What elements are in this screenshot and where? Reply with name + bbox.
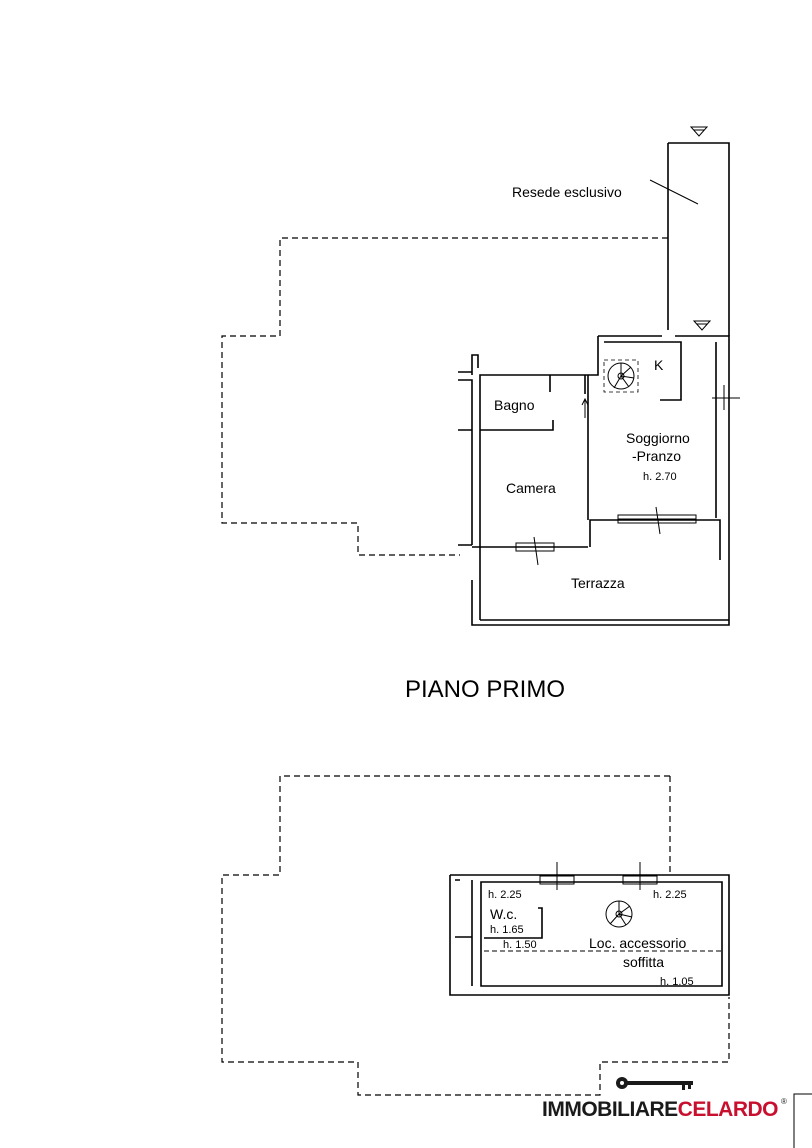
room-label-attic: Loc. accessorio	[589, 935, 686, 951]
upper-floor-plan: Resede esclusivo K Bagno Soggiorno -Pran…	[221, 126, 740, 626]
registered-mark: ®	[781, 1097, 787, 1106]
roof-outline-dashed-lower	[221, 775, 730, 1096]
height-label-right: h. 2.25	[653, 889, 687, 901]
room-label-living: Soggiorno	[626, 430, 690, 446]
room-label-wc: W.c.	[490, 906, 517, 922]
room-label-terrace: Terrazza	[571, 575, 625, 591]
resede-label: Resede esclusivo	[512, 184, 622, 200]
height-label-105: h. 1.05	[660, 976, 694, 988]
window-camera	[515, 536, 555, 566]
room-label-bedroom: Camera	[506, 480, 556, 496]
floor-title: PIANO PRIMO	[405, 676, 565, 703]
room-label-kitchen: K	[654, 357, 664, 373]
outer-walls	[458, 335, 730, 626]
room-label-bathroom: Bagno	[494, 397, 535, 413]
resede-area	[649, 126, 730, 336]
height-label-150: h. 1.50	[503, 939, 537, 951]
window-side	[712, 385, 740, 410]
level-marker-icon	[689, 126, 709, 137]
brand-logo: IMMOBILIARECELARDO ®	[542, 1077, 812, 1148]
logo-text-celardo: CELARDO	[678, 1098, 778, 1121]
attic-walls	[449, 874, 730, 996]
room-label-dining: -Pranzo	[632, 448, 681, 464]
height-label-165: h. 1.65	[490, 924, 524, 936]
key-icon	[616, 1077, 693, 1090]
page-corner-line	[793, 1093, 812, 1148]
svg-text:IMMOBILIARECELARDO: IMMOBILIARECELARDO	[542, 1098, 778, 1121]
arrow-icon	[581, 397, 589, 418]
height-label-left: h. 2.25	[488, 889, 522, 901]
skylight-left	[539, 862, 575, 890]
level-marker-icon	[692, 320, 712, 331]
roof-outline-dashed	[221, 237, 668, 556]
room-label-attic-2: soffitta	[623, 954, 664, 970]
skylight-right	[622, 862, 658, 890]
attic-floor-plan: h. 2.25 h. 2.25 W.c. h. 1.65 h. 1.50 Loc…	[221, 775, 730, 1096]
window-terrace	[617, 506, 697, 535]
room-height-living: h. 2.70	[643, 471, 677, 483]
spiral-staircase-icon	[603, 359, 639, 393]
spiral-staircase-attic-icon	[605, 900, 633, 928]
logo-text-immobiliare: IMMOBILIARE	[542, 1098, 678, 1121]
